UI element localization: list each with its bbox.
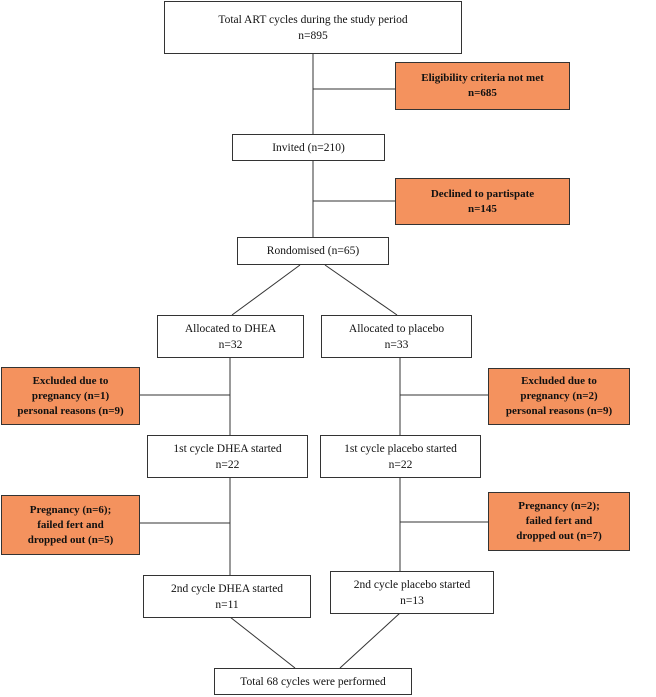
dropout-placebo-line2: failed fert and	[525, 515, 593, 527]
excluded-dhea-line1: Excluded due to	[32, 374, 109, 387]
dropout-dhea-box: Pregnancy (n=6); failed fert and dropped…	[1, 495, 140, 555]
invited-label: Invited (n=210)	[272, 141, 345, 154]
dhea-cycle1-label: 1st cycle DHEA started	[173, 442, 282, 455]
dropout-placebo-box: Pregnancy (n=2); failed fert and dropped…	[488, 492, 630, 551]
allocated-placebo-label: Allocated to placebo	[348, 322, 445, 335]
dropout-dhea-line3: dropped out (n=5)	[27, 533, 114, 546]
placebo-cycle1-count: n=22	[388, 458, 413, 471]
excluded-dhea-line2: pregnancy (n=1)	[31, 389, 110, 402]
total-cycles-label: Total 68 cycles were performed	[240, 675, 386, 688]
excluded-placebo-box: Excluded due to pregnancy (n=2) personal…	[488, 368, 630, 425]
total-art-cycles-count: n=895	[298, 29, 328, 42]
allocated-placebo-count: n=33	[384, 338, 409, 351]
allocated-dhea-count: n=32	[218, 338, 243, 351]
excluded-placebo-line3: personal reasons (n=9)	[505, 405, 613, 417]
declined-box: Declined to partispate n=145	[395, 178, 570, 225]
total-cycles-box: Total 68 cycles were performed	[214, 668, 412, 695]
eligibility-not-met-label: Eligibility criteria not met	[421, 72, 544, 84]
dhea-cycle1-count: n=22	[215, 458, 240, 471]
declined-count: n=145	[468, 202, 497, 215]
connector-randomised-to-dhea	[231, 264, 301, 316]
randomised-box: Rondomised (n=65)	[237, 237, 389, 265]
dropout-dhea-line1: Pregnancy (n=6);	[29, 503, 112, 516]
eligibility-not-met-box: Eligibility criteria not met n=685	[395, 62, 570, 110]
placebo-cycle2-label: 2nd cycle placebo started	[353, 578, 471, 591]
placebo-cycle2-box: 2nd cycle placebo started n=13	[330, 571, 494, 614]
invited-box: Invited (n=210)	[232, 134, 385, 161]
placebo-cycle1-box: 1st cycle placebo started n=22	[320, 435, 481, 478]
dropout-placebo-line3: dropped out (n=7)	[516, 530, 602, 542]
dhea-cycle2-box: 2nd cycle DHEA started n=11	[143, 575, 311, 618]
connector-randomised-to-placebo	[324, 264, 398, 316]
allocated-dhea-label: Allocated to DHEA	[184, 322, 277, 335]
allocated-dhea-box: Allocated to DHEA n=32	[157, 315, 304, 358]
excluded-placebo-line2: pregnancy (n=2)	[520, 390, 598, 402]
connector-placebo-cycle2-to-total	[339, 612, 401, 669]
randomised-label: Rondomised (n=65)	[266, 245, 360, 257]
excluded-dhea-line3: personal reasons (n=9)	[17, 404, 124, 417]
dropout-dhea-line2: failed fert and	[37, 518, 104, 531]
excluded-placebo-line1: Excluded due to	[521, 375, 597, 387]
dropout-placebo-line1: Pregnancy (n=2);	[518, 500, 600, 512]
dhea-cycle2-count: n=11	[215, 598, 239, 611]
total-art-cycles-box: Total ART cycles during the study period…	[164, 1, 462, 54]
total-art-cycles-label: Total ART cycles during the study period	[218, 13, 408, 26]
dhea-cycle2-label: 2nd cycle DHEA started	[170, 582, 284, 595]
connector-dhea-cycle2-to-total	[229, 616, 296, 669]
allocated-placebo-box: Allocated to placebo n=33	[321, 315, 472, 358]
declined-label: Declined to partispate	[430, 187, 535, 200]
placebo-cycle2-count: n=13	[400, 594, 424, 607]
placebo-cycle1-label: 1st cycle placebo started	[344, 442, 457, 455]
excluded-dhea-box: Excluded due to pregnancy (n=1) personal…	[1, 367, 140, 425]
dhea-cycle1-box: 1st cycle DHEA started n=22	[147, 435, 308, 478]
eligibility-not-met-count: n=685	[468, 87, 497, 99]
